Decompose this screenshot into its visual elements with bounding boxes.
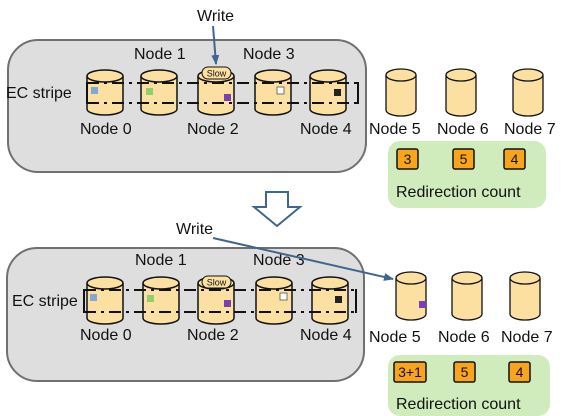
slow-badge: [201, 275, 232, 289]
count-badge-node7: [503, 148, 526, 170]
block-dark: [335, 296, 342, 303]
redirection-count-label: Redirection count: [396, 396, 521, 413]
node-3-label: Node 3: [253, 252, 305, 269]
count-node7: 4: [511, 151, 519, 167]
slow-label: Slow: [207, 278, 227, 288]
node-0-label: Node 0: [80, 121, 132, 138]
ec-stripe-bracket: [83, 289, 357, 313]
node-2-label: Node 2: [187, 327, 239, 344]
transition-arrow: [251, 191, 303, 228]
count-node5: 3: [404, 151, 412, 167]
count-node7: 4: [516, 364, 524, 380]
node-0-label: Node 0: [80, 327, 132, 344]
block-white: [279, 292, 288, 301]
node-4-cylinder: [311, 276, 349, 325]
count-node6: 5: [461, 364, 469, 380]
ec-stripe-bracket: [86, 82, 359, 104]
node-3-cylinder: [255, 276, 293, 325]
count-badge-node6: [452, 148, 475, 170]
node-7-cylinder: [509, 271, 541, 321]
block-purple-redirected: [419, 301, 426, 308]
write-label: Write: [176, 221, 213, 238]
node-0-cylinder: [86, 69, 124, 116]
slow-badge: [201, 66, 232, 80]
block-dark: [334, 89, 341, 96]
node-1-label: Node 1: [135, 252, 187, 269]
node-4-cylinder: [309, 69, 347, 116]
node-3-cylinder: [254, 69, 292, 116]
node-4-label: Node 4: [300, 327, 352, 344]
node-5-label: Node 5: [369, 329, 421, 346]
node-1-label: Node 1: [134, 46, 186, 63]
node-5-cylinder: [385, 68, 417, 117]
block-white: [276, 86, 285, 95]
count-badge-node6: [453, 361, 476, 383]
slow-label: Slow: [207, 69, 227, 79]
count-node5: 3+1: [398, 364, 422, 380]
ec-stripe-label: EC stripe: [12, 293, 78, 310]
count-badge-node7: [508, 361, 531, 383]
node-4-label: Node 4: [300, 121, 352, 138]
top-section: Node 1 Node 3 Slow: [6, 8, 556, 208]
node-5-label: Node 5: [369, 121, 421, 138]
node-7-label: Node 7: [501, 329, 553, 346]
block-purple: [224, 300, 231, 307]
node-6-label: Node 6: [437, 121, 489, 138]
node-1-cylinder: [142, 276, 180, 325]
write-label: Write: [197, 8, 234, 25]
block-green: [146, 88, 153, 95]
ec-stripe-label: EC stripe: [6, 85, 72, 102]
node-2-label: Node 2: [187, 121, 239, 138]
bottom-section: Node 1 Node 3 Slow: [6, 221, 553, 416]
redirection-count-label: Redirection count: [396, 184, 521, 201]
node-6-cylinder: [451, 271, 483, 321]
node-7-label: Node 7: [504, 121, 556, 138]
node-1-cylinder: [140, 69, 178, 116]
count-badge-node5: [396, 148, 419, 170]
node-6-label: Node 6: [438, 329, 490, 346]
write-arrow: [211, 25, 220, 65]
block-blue: [90, 294, 97, 301]
node-3-label: Node 3: [243, 46, 295, 63]
write-redirect-arrow: [212, 237, 394, 281]
block-green: [147, 295, 154, 302]
node-5-cylinder: [395, 271, 427, 321]
node-6-cylinder: [445, 68, 477, 117]
node-7-cylinder: [512, 68, 544, 117]
block-purple: [224, 94, 231, 101]
node-0-cylinder: [86, 276, 124, 325]
block-blue: [91, 87, 98, 94]
count-badge-node5: [393, 361, 427, 383]
count-node6: 5: [460, 151, 468, 167]
